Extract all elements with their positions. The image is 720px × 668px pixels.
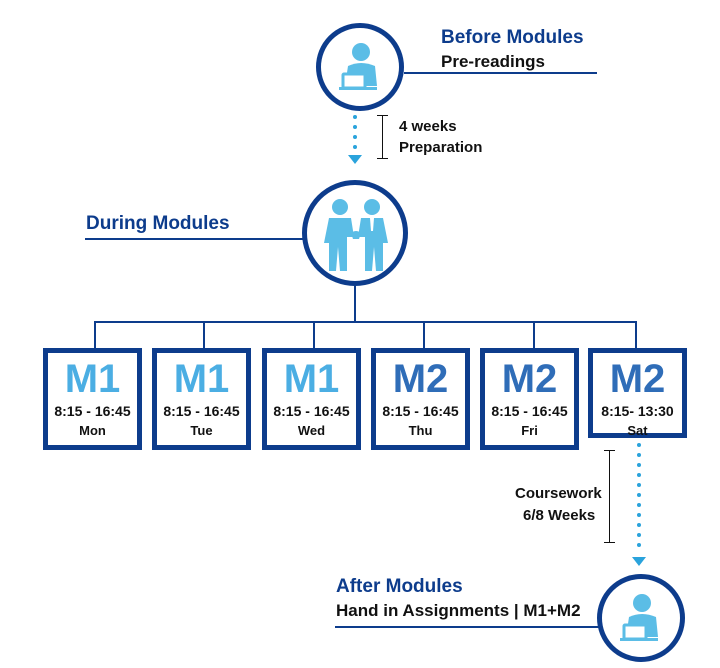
module-time: 8:15 - 16:45: [273, 403, 350, 419]
module-time: 8:15 - 16:45: [54, 403, 131, 419]
after-modules-subtitle: Hand in Assignments | M1+M2: [336, 601, 581, 620]
during-modules-title: During Modules: [86, 213, 230, 234]
module-day: Tue: [190, 423, 213, 438]
module-day: Fri: [521, 423, 538, 438]
prep-label: Preparation: [399, 139, 483, 156]
tree-bar: [94, 321, 636, 323]
tree-trunk: [354, 286, 356, 322]
module-box-fri: M2 8:15 - 16:45 Fri: [480, 348, 579, 450]
after-modules-title: After Modules: [336, 576, 463, 597]
coursework-bracket: [609, 450, 610, 543]
prep-dotted-connector: [353, 115, 357, 155]
handshake-icon: [324, 199, 388, 271]
module-box-wed: M1 8:15 - 16:45 Wed: [262, 348, 361, 450]
module-day: Wed: [297, 423, 326, 438]
module-code: M1: [283, 357, 340, 401]
module-time: 8:15 - 16:45: [491, 403, 568, 419]
coursework-dotted-connector: [637, 443, 641, 553]
module-box-thu: M2 8:15 - 16:45 Thu: [371, 348, 470, 450]
module-code: M2: [392, 357, 449, 401]
module-box-tue: M1 8:15 - 16:45 Tue: [152, 348, 251, 450]
prep-bracket: [382, 115, 383, 159]
person-laptop-icon: [339, 43, 377, 90]
module-code: M2: [609, 357, 666, 401]
coursework-weeks: 6/8 Weeks: [523, 507, 596, 524]
module-day: Mon: [79, 423, 106, 438]
during-modules-circle: [302, 180, 408, 286]
module-box-mon: M1 8:15 - 16:45 Mon: [43, 348, 142, 450]
module-day: Sat: [627, 423, 648, 438]
before-modules-line: [404, 72, 597, 74]
module-code: M1: [173, 357, 230, 401]
module-time: 8:15- 13:30: [601, 403, 674, 419]
down-arrow-icon: [632, 557, 646, 566]
module-day: Thu: [408, 423, 433, 438]
module-time: 8:15 - 16:45: [163, 403, 240, 419]
module-box-sat: M2 8:15- 13:30 Sat: [588, 348, 687, 438]
during-modules-line: [85, 238, 305, 240]
coursework-label: Coursework: [515, 485, 602, 502]
after-modules-circle: [597, 574, 685, 662]
module-time: 8:15 - 16:45: [382, 403, 459, 419]
before-modules-title: Before Modules: [441, 27, 584, 48]
before-modules-subtitle: Pre-readings: [441, 52, 545, 71]
prep-weeks: 4 weeks: [399, 118, 457, 135]
after-modules-line: [335, 626, 600, 628]
before-modules-circle: [316, 23, 404, 111]
module-code: M2: [501, 357, 558, 401]
down-arrow-icon: [348, 155, 362, 164]
person-laptop-icon: [620, 594, 658, 641]
module-code: M1: [64, 357, 121, 401]
